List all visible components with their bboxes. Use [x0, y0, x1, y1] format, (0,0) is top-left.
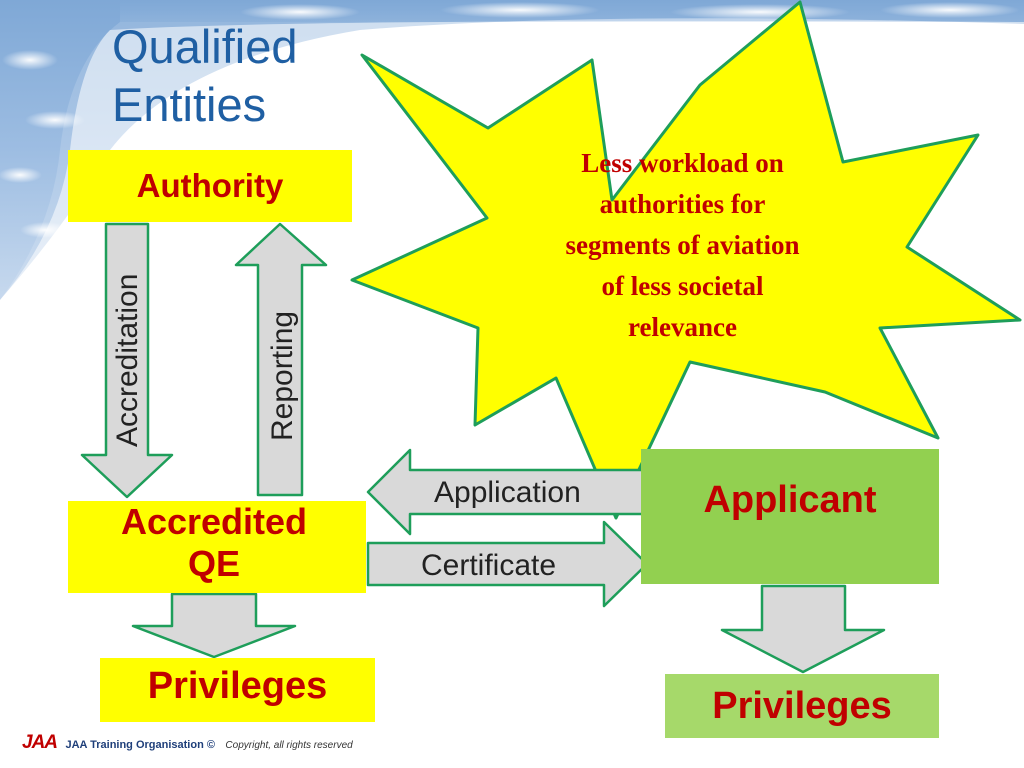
accredited-qe-line-2: QE — [187, 543, 240, 584]
starburst-shape — [350, 0, 1022, 520]
authority-box: Authority — [68, 150, 352, 222]
callout-line-3: segments of aviation — [565, 230, 800, 260]
qe-privileges-arrow — [131, 592, 297, 659]
authority-label: Authority — [136, 167, 284, 204]
qe-privileges-box: Privileges — [100, 658, 375, 722]
reporting-arrow — [234, 222, 328, 497]
callout-text: Less workload on authorities for segment… — [505, 143, 860, 348]
applicant-privileges-arrow — [720, 584, 886, 674]
callout-line-5: relevance — [628, 312, 737, 342]
callout-line-2: authorities for — [599, 189, 766, 219]
jaa-logo: JAA — [22, 732, 58, 753]
accredited-qe-box: Accredited QE — [68, 501, 366, 593]
footer-copyright: Copyright, all rights reserved — [225, 740, 353, 751]
title-line-2: Entities — [112, 78, 267, 131]
callout-line-1: Less workload on — [581, 148, 784, 178]
callout-line-4: of less societal — [601, 271, 764, 301]
certificate-label: Certificate — [421, 549, 557, 582]
accreditation-label: Accreditation — [111, 273, 144, 447]
applicant-privileges-label: Privileges — [712, 684, 892, 727]
title-line-1: Qualified — [112, 20, 298, 73]
footer-org: JAA Training Organisation © — [65, 739, 215, 751]
applicant-label: Applicant — [703, 479, 877, 521]
qe-privileges-label: Privileges — [147, 664, 328, 707]
certificate-arrow — [366, 520, 649, 608]
accreditation-arrow — [80, 222, 174, 499]
page-title: Qualified Entities — [112, 18, 372, 134]
accredited-qe-line-1: Accredited — [120, 501, 308, 542]
applicant-box: Applicant — [641, 449, 939, 584]
reporting-label: Reporting — [266, 310, 299, 441]
applicant-privileges-box: Privileges — [665, 674, 939, 738]
application-label: Application — [434, 476, 581, 509]
footer: JAA JAA Training Organisation © Copyrigh… — [22, 732, 353, 754]
application-arrow — [366, 448, 648, 536]
